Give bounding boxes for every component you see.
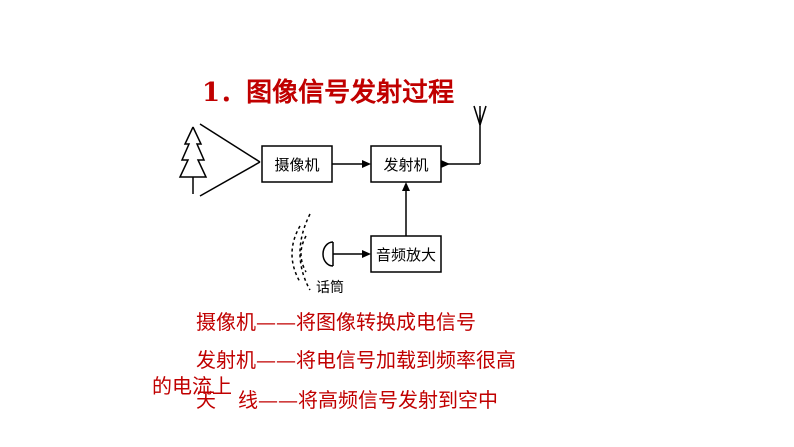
arrow-head	[402, 182, 410, 191]
antenna-icon	[473, 105, 487, 126]
antenna-description-prefix: 天	[196, 388, 216, 412]
transmitter-description: 发射机——将电信号加载到频率很高	[196, 348, 516, 372]
sound-waves-icon	[291, 213, 311, 291]
camera-label: 摄像机	[274, 156, 319, 174]
camera-description: 摄像机——将图像转换成电信号	[196, 310, 476, 334]
transmitter-description-continued: 的电流上	[152, 374, 232, 398]
arrow-head	[362, 250, 371, 258]
microphone-label: 话筒	[316, 279, 344, 296]
amplifier-label: 音频放大	[376, 246, 436, 264]
page-title: 1．图像信号发射过程	[202, 78, 455, 108]
microphone-icon	[322, 241, 334, 267]
antenna-description: 线——将高频信号发射到空中	[238, 388, 498, 412]
arrow-head	[362, 160, 371, 168]
arrow-head	[441, 160, 450, 168]
tree-icon	[178, 126, 208, 194]
camera-view-cone	[199, 123, 261, 197]
transmitter-label: 发射机	[383, 156, 428, 174]
